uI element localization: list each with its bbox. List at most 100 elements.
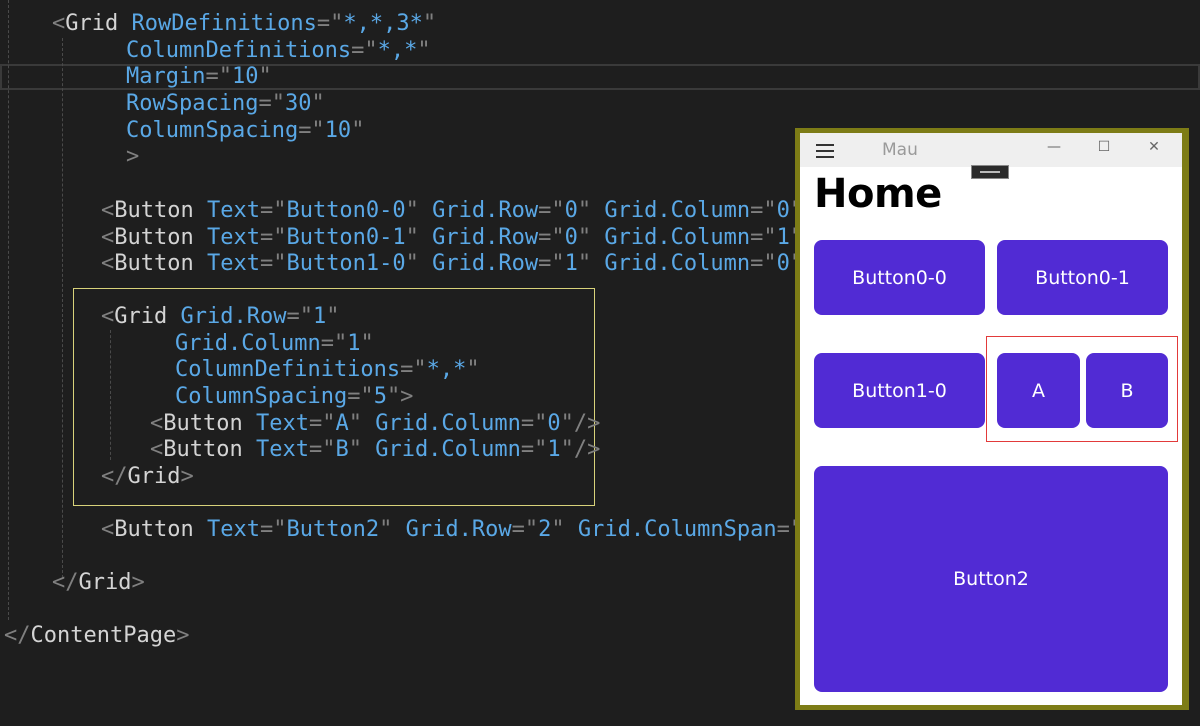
code-token: Text [255, 437, 309, 462]
code-token: RowDefinitions [131, 11, 317, 36]
code-token: < [101, 225, 115, 250]
code-token: Button2 [286, 517, 380, 542]
code-token: =" [316, 11, 344, 36]
code-token: Grid.Column [175, 331, 321, 356]
code-token: " [417, 38, 431, 63]
button2[interactable]: Button2 [814, 466, 1168, 692]
page-title: Home [814, 171, 942, 217]
button0-0[interactable]: Button0-0 [814, 240, 985, 315]
code-token: =" [750, 198, 777, 223]
code-line: </ContentPage> [4, 622, 189, 649]
code-token: </ [4, 623, 31, 648]
code-token: 0 [564, 225, 578, 250]
button0-1[interactable]: Button0-1 [997, 240, 1168, 315]
code-token: </ [52, 570, 79, 595]
button1-0[interactable]: Button1-0 [814, 353, 985, 428]
code-token: " [405, 251, 433, 276]
code-token: 0 [776, 251, 790, 276]
code-token: 0 [776, 198, 790, 223]
minimize-button[interactable]: — [1047, 139, 1061, 155]
code-token: Text [206, 517, 260, 542]
code-token: 0 [547, 411, 561, 436]
code-token: Grid [78, 570, 132, 595]
code-token: Button1-0 [286, 251, 406, 276]
code-token: Button [163, 437, 256, 462]
code-token: > [126, 144, 140, 169]
code-token: 10 [324, 118, 352, 143]
code-token: < [101, 304, 115, 329]
code-line: ColumnSpacing="5"> [175, 383, 413, 410]
code-token: Button0-1 [286, 225, 406, 250]
code-token: B [335, 437, 349, 462]
code-token: =" [308, 411, 336, 436]
code-token: *,* [377, 38, 418, 63]
code-token: =" [259, 517, 287, 542]
code-token: =" [258, 91, 285, 116]
code-token: Grid.Column [375, 411, 521, 436]
title-bar[interactable]: Mau — ☐ ✕ [800, 133, 1182, 167]
code-token: "> [386, 384, 414, 409]
code-line: <Button Text="Button0-1" Grid.Row="0" Gr… [101, 224, 830, 251]
button-b[interactable]: B [1086, 353, 1168, 428]
code-token: "/> [560, 437, 601, 462]
code-token: Grid.ColumnSpan [577, 517, 777, 542]
hamburger-menu-icon[interactable] [816, 144, 834, 158]
current-line-highlight [0, 64, 1200, 90]
code-token: > [176, 623, 190, 648]
code-token: " [360, 331, 374, 356]
code-token: =" [750, 251, 777, 276]
maximize-button[interactable]: ☐ [1097, 139, 1111, 155]
code-token: =" [298, 118, 325, 143]
code-token: 1 [547, 437, 561, 462]
code-token: < [52, 11, 66, 36]
button-a[interactable]: A [997, 353, 1080, 428]
code-token: RowSpacing [126, 91, 259, 116]
code-token: =" [520, 437, 548, 462]
close-button[interactable]: ✕ [1148, 139, 1160, 155]
indent-guide [8, 0, 9, 620]
code-token: =" [259, 225, 287, 250]
code-token: Button [163, 411, 256, 436]
code-token: =" [320, 331, 348, 356]
code-token: " [405, 225, 433, 250]
code-token: Grid.Row [432, 225, 539, 250]
code-token: *,*,3* [343, 11, 423, 36]
code-token: 10 [231, 64, 259, 89]
code-token: " [551, 517, 578, 542]
code-line: </Grid> [101, 463, 194, 490]
code-token: 2 [538, 517, 552, 542]
code-token: Button [114, 517, 207, 542]
code-token: " [577, 198, 605, 223]
code-token: Grid.Row [432, 251, 539, 276]
code-line: <Grid RowDefinitions="*,*,3*" [52, 10, 436, 37]
code-token: Margin [126, 64, 206, 89]
code-token: =" [205, 64, 232, 89]
code-token: =" [259, 251, 287, 276]
code-token: " [466, 357, 480, 382]
nested-grid-outline [986, 336, 1178, 442]
code-line: Margin="10" [126, 63, 272, 90]
code-token: " [326, 304, 340, 329]
code-token: " [348, 411, 376, 436]
code-token: " [258, 64, 272, 89]
code-line: > [126, 143, 139, 170]
code-line: <Button Text="Button2" Grid.Row="2" Grid… [101, 516, 856, 543]
code-token: " [577, 225, 605, 250]
code-line: ColumnDefinitions="*,*" [126, 37, 431, 64]
code-token: ColumnDefinitions [175, 357, 401, 382]
code-token: ColumnSpacing [126, 118, 299, 143]
code-token: " [405, 198, 433, 223]
code-token: =" [351, 38, 378, 63]
code-token: < [101, 517, 115, 542]
code-token: A [335, 411, 349, 436]
code-token: Button0-0 [286, 198, 406, 223]
code-token: Grid [127, 464, 181, 489]
code-line: <Button Text="Button1-0" Grid.Row="1" Gr… [101, 250, 830, 277]
code-token: =" [347, 384, 374, 409]
code-line: <Button Text="B" Grid.Column="1"/> [150, 436, 600, 463]
code-token: 5 [373, 384, 387, 409]
toolbar-handle-icon[interactable] [971, 165, 1009, 179]
code-token: ContentPage [30, 623, 177, 648]
code-token: Button [114, 251, 207, 276]
